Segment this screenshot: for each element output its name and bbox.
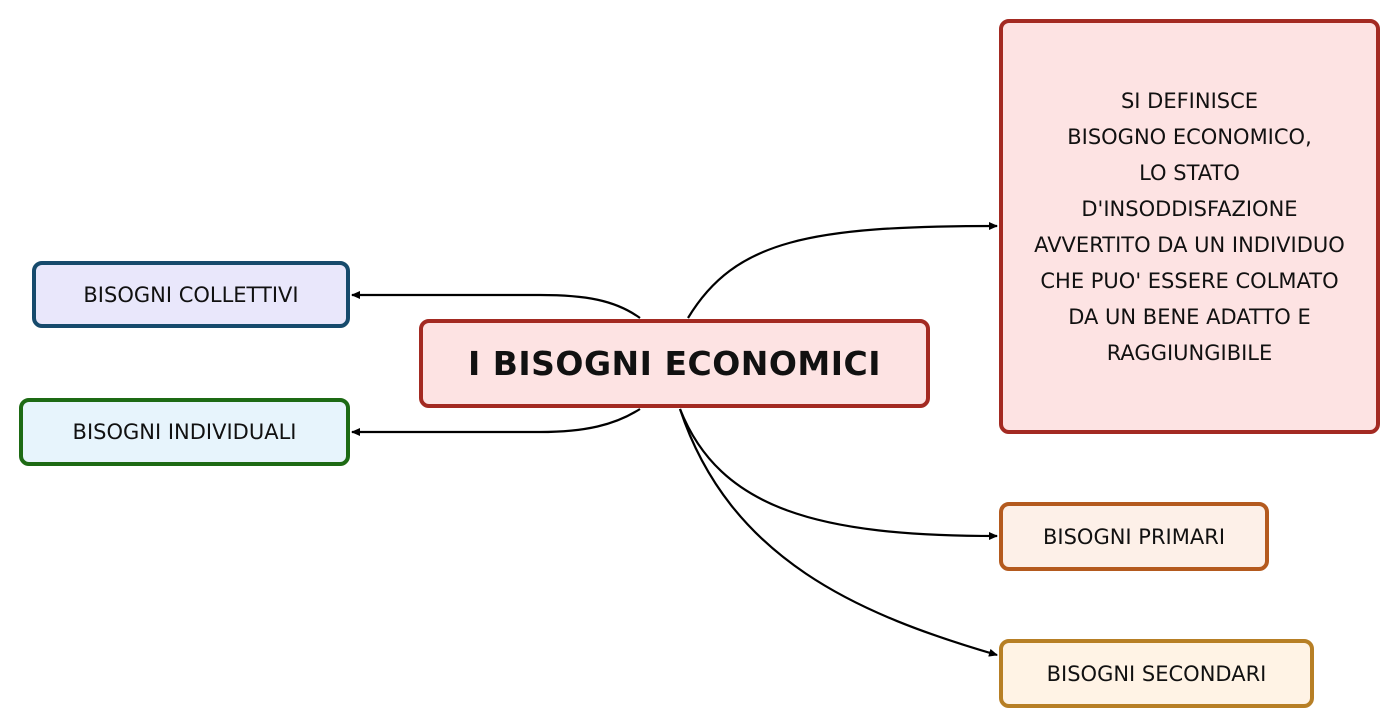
central-node-label: I BISOGNI ECONOMICI (467, 344, 882, 383)
node-bisogni-individuali: BISOGNI INDIVIDUALI (19, 398, 350, 466)
node-bisogni-collettivi: BISOGNI COLLETTIVI (32, 261, 350, 328)
definition-node: SI DEFINISCE BISOGNO ECONOMICO, LO STATO… (999, 19, 1380, 434)
central-node: I BISOGNI ECONOMICI (419, 319, 930, 408)
definition-text: SI DEFINISCE BISOGNO ECONOMICO, LO STATO… (1034, 88, 1345, 365)
connector-to-individuali (351, 408, 641, 436)
connector-to-primari (678, 408, 998, 540)
node-bisogni-secondari: BISOGNI SECONDARI (999, 639, 1314, 708)
node-bisogni-collettivi-label: BISOGNI COLLETTIVI (83, 282, 299, 307)
node-bisogni-primari-label: BISOGNI PRIMARI (1042, 524, 1226, 549)
node-bisogni-individuali-label: BISOGNI INDIVIDUALI (72, 420, 297, 444)
connector-to-secondari (678, 408, 998, 657)
node-bisogni-primari: BISOGNI PRIMARI (999, 502, 1269, 571)
node-bisogni-secondari-label: BISOGNI SECONDARI (1046, 661, 1267, 686)
connector-to-definition (687, 222, 998, 319)
connector-to-collettivi (351, 291, 641, 319)
